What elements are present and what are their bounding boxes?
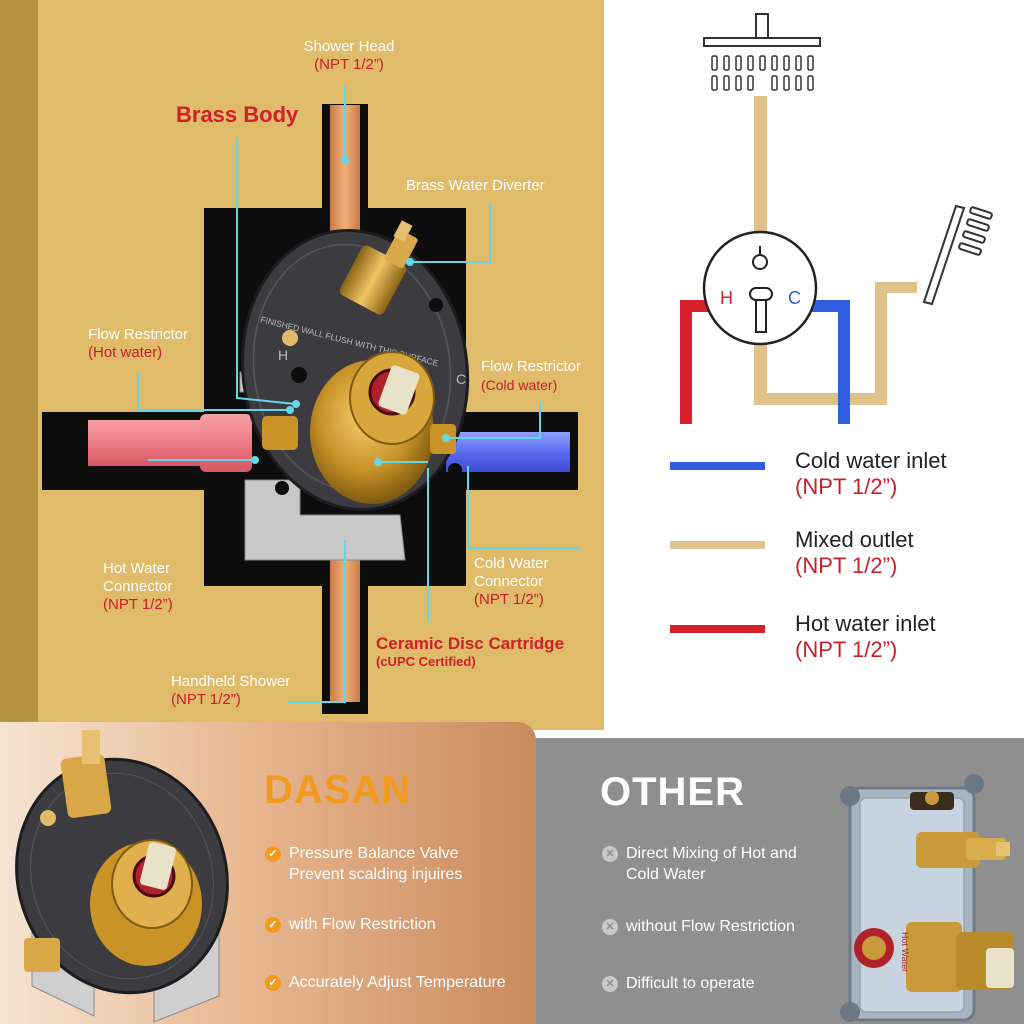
check-icon: ✓: [265, 975, 281, 991]
valve-handle-icon: H C: [702, 230, 818, 346]
valve-c-letter: C: [788, 288, 801, 308]
other-feature-3-line1: Difficult to operate: [626, 975, 755, 992]
dasan-feature-3-line1: Accurately Adjust Temperature: [289, 974, 506, 991]
flow-diagram: H C: [680, 13, 993, 424]
other-product-image: Hot Water: [840, 774, 1014, 1022]
diverter-label: Brass Water Diverter: [406, 177, 545, 195]
svg-text:C: C: [456, 371, 466, 387]
cold-connector-spec: (NPT 1/2”): [474, 591, 544, 608]
flow-cold-title: Flow Restrictor: [481, 358, 582, 375]
legend-cold-spec: (NPT 1/2”): [795, 474, 898, 499]
dasan-feature-1-line1: Pressure Balance Valve: [289, 845, 459, 862]
brass-body-label: Brass Body: [176, 102, 299, 127]
hot-inlet-pipe: [680, 300, 716, 424]
valve-h-letter: H: [720, 288, 733, 308]
cross-icon: ✕: [602, 919, 618, 935]
flow-hot-spec: (Hot water): [88, 344, 163, 361]
handheld-spec: (NPT 1/2”): [171, 691, 241, 708]
svg-text:H: H: [278, 347, 288, 363]
handheld-label: Handheld Shower (NPT 1/2”): [171, 673, 290, 709]
legend-mixed-swatch: [670, 541, 765, 549]
hot-connector-spec: (NPT 1/2”): [103, 596, 173, 613]
shower-head-title: Shower Head: [303, 38, 395, 55]
brass-diverter: [339, 220, 418, 315]
check-icon: ✓: [265, 917, 281, 933]
hot-water-sticker: Hot Water: [900, 932, 910, 972]
flow-hot-title: Flow Restrictor: [88, 326, 189, 343]
cold-connector-label: Cold Water Connector (NPT 1/2”): [474, 555, 548, 609]
legend-mixed-spec: (NPT 1/2”): [795, 553, 898, 578]
valve-illustration: FINISHED WALL FLUSH WITH THIS SURFACE H …: [42, 86, 580, 714]
other-title: OTHER: [600, 770, 745, 814]
check-icon: ✓: [265, 846, 281, 862]
shower-head-icon: [703, 13, 821, 91]
cold-connector-line2: Connector: [474, 573, 544, 590]
other-feature-2-line1: without Flow Restriction: [626, 918, 795, 935]
flow-restrictor-hot-label: Flow Restrictor (Hot water): [88, 326, 188, 362]
dasan-product-image: [15, 730, 229, 1023]
other-feature-1-line1: Direct Mixing of Hot and: [626, 845, 797, 862]
legend-hot-swatch: [670, 625, 765, 633]
legend-cold-title: Cold water inlet: [795, 448, 947, 473]
handheld-title: Handheld Shower: [171, 673, 291, 690]
flow-cold-spec: (Cold water): [481, 377, 558, 393]
annotation-dots: [251, 156, 450, 466]
left-border-strip: [0, 0, 38, 730]
hot-connector-line1: Hot Water: [103, 560, 170, 577]
hot-connector-label: Hot Water Connector (NPT 1/2”): [103, 560, 173, 614]
cross-icon: ✕: [602, 976, 618, 992]
other-feature-1-line2: Cold Water: [626, 866, 706, 883]
legend-mixed-title: Mixed outlet: [795, 527, 914, 552]
cold-inlet-pipe: [806, 300, 850, 424]
dasan-feature-2-line1: with Flow Restriction: [289, 916, 436, 933]
legend-hot-title: Hot water inlet: [795, 611, 936, 636]
annotation-lines: [137, 86, 580, 703]
mixed-outlet-pipes: [754, 96, 917, 405]
dasan-title: DASAN: [264, 768, 412, 812]
brass-body: [262, 351, 456, 504]
cartridge-title: Ceramic Disc Cartridge: [376, 634, 565, 653]
legend-cold-swatch: [670, 462, 765, 470]
handheld-shower-icon: [922, 204, 993, 306]
hot-connector-line2: Connector: [103, 578, 173, 595]
flow-restrictor-cold-label: Flow Restrictor (Cold water): [481, 358, 581, 394]
cartridge-spec: (cUPC Certified): [376, 654, 476, 669]
shower-head-spec: (NPT 1/2”): [314, 56, 384, 73]
diverter-title: Brass Water Diverter: [406, 177, 545, 194]
cross-icon: ✕: [602, 846, 618, 862]
dasan-feature-1-line2: Prevent scalding injuires: [289, 866, 463, 883]
cold-connector-line1: Cold Water: [474, 555, 549, 572]
shower-head-label: Shower Head (NPT 1/2”): [286, 38, 412, 74]
legend-hot-spec: (NPT 1/2”): [795, 637, 898, 662]
